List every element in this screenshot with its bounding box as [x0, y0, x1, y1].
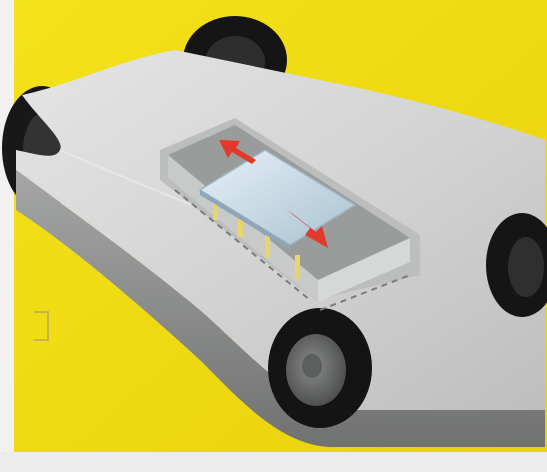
wheel-front — [268, 308, 372, 428]
post — [265, 234, 270, 258]
post — [295, 255, 300, 279]
left-white-strip — [0, 0, 14, 472]
bottom-white-strip — [0, 452, 547, 472]
